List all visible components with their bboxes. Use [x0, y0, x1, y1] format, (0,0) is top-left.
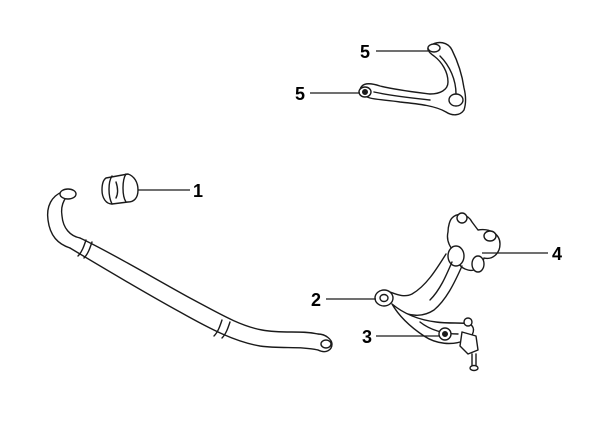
callout-labels: 1 2 3 4 5 5 — [193, 42, 562, 347]
callout-1: 1 — [193, 181, 203, 201]
callout-5-upper: 5 — [360, 42, 370, 62]
callout-4: 4 — [552, 244, 562, 264]
callout-2: 2 — [311, 290, 321, 310]
callout-5-lower: 5 — [295, 84, 305, 104]
stabilizer-bushing — [101, 173, 139, 205]
stabilizer-bar — [46, 188, 333, 353]
leader-lines — [138, 50, 548, 337]
callout-3: 3 — [362, 327, 372, 347]
upper-control-arm — [358, 41, 467, 116]
lower-control-arm — [374, 212, 501, 372]
